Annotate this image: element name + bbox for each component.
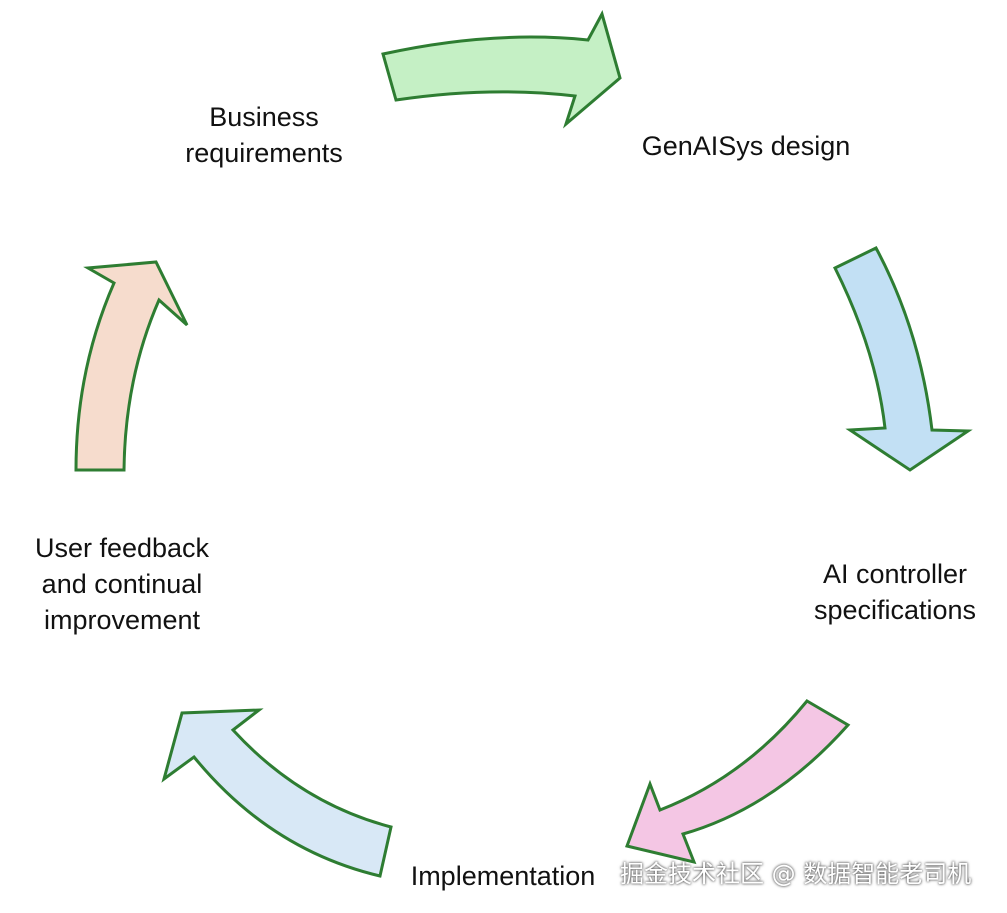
stage-business-requirements: Business requirements [154, 99, 374, 171]
arrow-business-to-design [381, 10, 622, 129]
stage-label-line: Business [209, 102, 319, 132]
arrow-design-to-controller [832, 246, 973, 472]
stage-genaisys-design: GenAISys design [616, 128, 876, 164]
stage-label-line: User feedback [34, 533, 210, 563]
watermark: 掘金技术社区 @ 数据智能老司机 [620, 860, 972, 888]
stage-label-line: improvement [43, 605, 201, 635]
arrow-controller-to-implementation [625, 699, 851, 865]
stage-label-line: and continual [41, 569, 203, 599]
stage-user-feedback: User feedback and continual improvement [12, 530, 232, 638]
stage-label-line: AI controller [822, 559, 968, 589]
stage-label-line: specifications [813, 595, 977, 625]
stage-label-line: Implementation [410, 861, 596, 891]
arrow-implementation-to-feedback [161, 708, 393, 878]
stage-label-line: GenAISys design [641, 131, 851, 161]
stage-label-line: requirements [185, 138, 343, 168]
arrow-feedback-to-business [74, 260, 189, 472]
stage-ai-controller-specifications: AI controller specifications [790, 556, 1000, 628]
stage-implementation: Implementation [393, 858, 613, 894]
